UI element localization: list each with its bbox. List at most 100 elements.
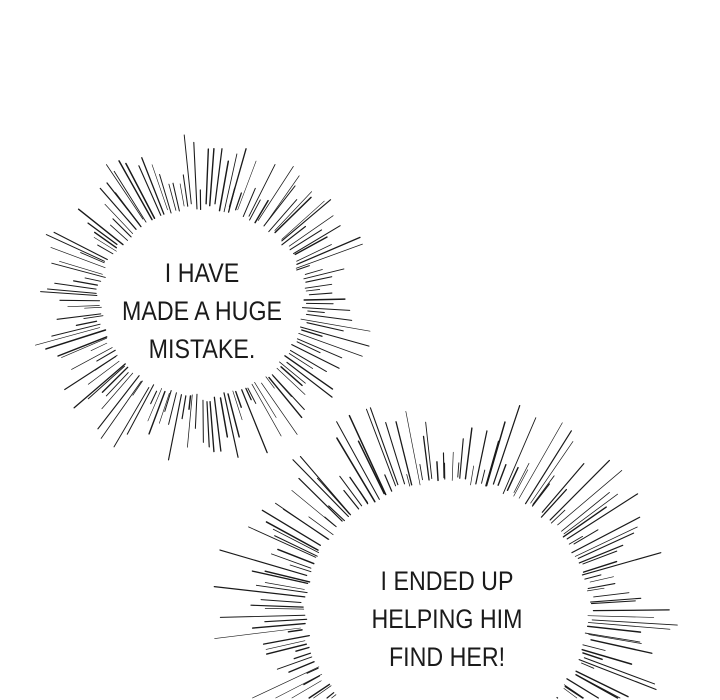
burst-ray — [289, 349, 327, 373]
burst-ray — [561, 491, 610, 532]
burst-ray — [306, 322, 344, 332]
burst-ray — [110, 224, 128, 241]
burst-ray — [343, 489, 360, 510]
burst-ray — [566, 678, 599, 699]
burst-ray — [158, 392, 170, 424]
burst-ray — [296, 265, 310, 271]
burst-ray — [385, 422, 406, 485]
burst-ray — [262, 634, 310, 645]
speech-burst-2: I ENDED UP HELPING HIM FIND HER! — [361, 562, 533, 676]
burst-ray — [187, 394, 193, 448]
burst-ray — [422, 435, 430, 481]
burst-ray — [276, 367, 306, 395]
burst-ray — [279, 361, 306, 384]
burst-ray — [114, 192, 142, 228]
burst-ray — [228, 148, 247, 208]
burst-ray — [264, 570, 311, 583]
burst-ray — [295, 646, 310, 652]
burst-ray — [227, 393, 240, 438]
burst-ray — [331, 694, 337, 699]
burst-ray — [587, 583, 616, 590]
burst-ray — [132, 380, 143, 396]
burst-ray — [73, 363, 126, 409]
burst-ray — [582, 652, 603, 661]
burst-ray — [219, 549, 308, 577]
burst-ray — [584, 632, 641, 643]
burst-ray — [272, 528, 320, 554]
burst-ray — [67, 305, 100, 308]
burst-ray — [459, 438, 464, 479]
burst-2-rays — [213, 404, 678, 699]
burst-ray — [281, 199, 332, 242]
burst-ray — [245, 387, 252, 401]
burst-ray — [235, 390, 242, 408]
burst-ray — [336, 421, 380, 500]
burst-ray — [87, 365, 125, 400]
burst-ray — [251, 622, 306, 629]
burst-ray — [357, 440, 385, 495]
bubble-2-line-3: FIND HER! — [388, 642, 506, 672]
burst-ray — [296, 338, 343, 359]
burst-ray — [125, 162, 156, 219]
burst-ray — [182, 174, 189, 207]
burst-ray — [589, 576, 614, 583]
burst-ray — [113, 387, 150, 448]
burst-ray — [51, 262, 106, 278]
burst-ray — [298, 332, 363, 357]
burst-ray — [150, 390, 158, 405]
burst-ray — [591, 619, 678, 626]
burst-ray — [205, 148, 210, 205]
burst-ray — [264, 582, 305, 590]
burst-ray — [141, 157, 165, 215]
burst-ray — [301, 329, 323, 337]
burst-ray — [304, 283, 333, 289]
burst-ray — [563, 684, 585, 699]
burst-ray — [84, 306, 102, 309]
burst-ray — [270, 553, 312, 569]
burst-ray — [359, 490, 369, 505]
burst-ray — [101, 366, 129, 393]
burst-ray — [436, 461, 439, 482]
burst-ray — [578, 544, 624, 564]
burst-ray — [241, 389, 268, 454]
burst-ray — [581, 662, 595, 669]
burst-ray — [300, 326, 370, 347]
burst-ray — [339, 475, 363, 507]
burst-ray — [40, 291, 98, 297]
burst-ray — [590, 639, 653, 654]
burst-ray — [183, 134, 192, 205]
burst-ray — [51, 323, 101, 337]
speech-burst-1: I HAVE MADE A HUGE MISTAKE. — [116, 254, 288, 368]
burst-ray — [126, 384, 155, 435]
burst-ray — [286, 361, 333, 398]
burst-ray — [101, 372, 134, 410]
burst-ray — [575, 673, 619, 699]
burst-ray — [264, 607, 305, 610]
burst-ray — [336, 437, 376, 503]
burst-ray — [219, 614, 306, 618]
burst-ray — [497, 464, 507, 486]
burst-ray — [73, 280, 98, 286]
burst-ray — [531, 483, 551, 507]
burst-ray — [492, 404, 521, 485]
burst-ray — [106, 164, 144, 220]
burst-ray — [587, 625, 642, 633]
burst-ray — [590, 600, 636, 605]
burst-ray — [563, 493, 618, 535]
burst-ray — [304, 269, 323, 275]
burst-ray — [252, 666, 320, 699]
burst-ray — [97, 244, 114, 255]
burst-ray — [294, 236, 328, 256]
burst-ray — [573, 529, 599, 545]
burst-ray — [313, 685, 332, 699]
burst-ray — [261, 382, 298, 435]
burst-ray — [288, 215, 334, 247]
burst-ray — [57, 336, 108, 357]
burst-ray — [303, 268, 345, 280]
burst-ray — [249, 199, 261, 221]
burst-ray — [167, 394, 182, 461]
burst-ray — [268, 199, 298, 233]
burst-ray — [247, 387, 257, 404]
burst-ray — [90, 342, 108, 351]
burst-ray — [275, 673, 323, 699]
